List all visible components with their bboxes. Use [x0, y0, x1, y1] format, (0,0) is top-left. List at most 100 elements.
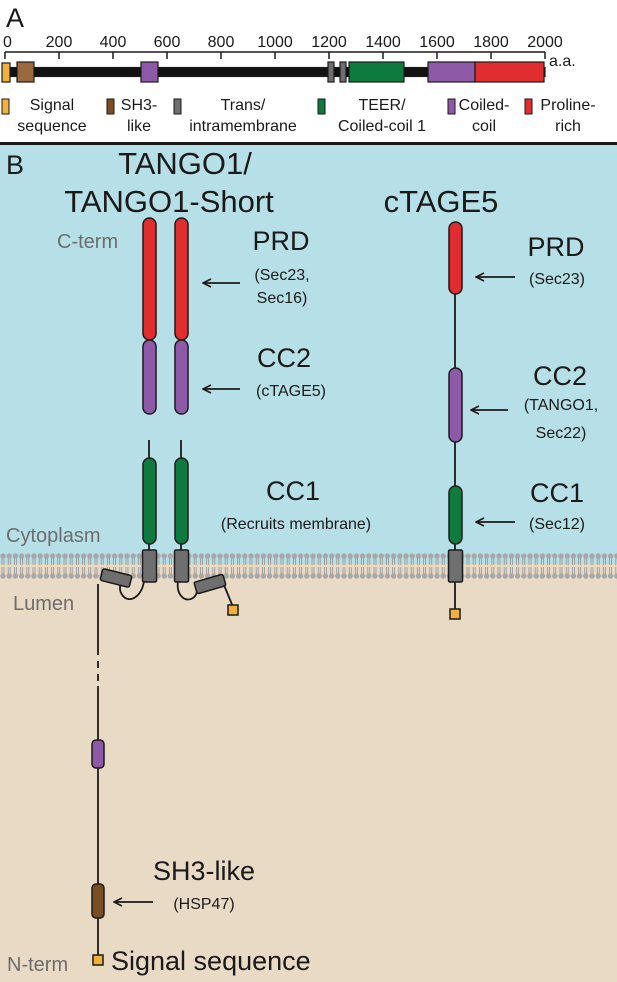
lipid-head [80, 573, 87, 579]
lipid-head [18, 573, 25, 579]
axis-tick-label: 600 [154, 34, 181, 51]
tango-prd-label: PRD [252, 226, 309, 256]
lipid-head [496, 573, 502, 579]
lipid-head [279, 553, 285, 559]
ctage-cc1-label: CC1 [530, 478, 584, 508]
lipid-head [18, 553, 25, 559]
lipid-head [539, 573, 546, 579]
lipid-head [595, 553, 601, 559]
lipid-head [6, 553, 12, 559]
legend-swatch-signal [1, 98, 10, 115]
lipid-head [514, 553, 521, 559]
axis-tick-label: 2000 [527, 34, 563, 51]
lipid-head [136, 553, 143, 559]
ctage5-cc2 [448, 367, 463, 443]
lipid-head [304, 553, 310, 559]
lipid-head [192, 553, 198, 559]
lipid-head [0, 553, 6, 559]
lipid-head [533, 573, 539, 579]
lipid-head [372, 553, 378, 559]
tango1-left-tm [141, 549, 158, 583]
lipid-head [248, 573, 254, 579]
lipid-head [415, 573, 422, 579]
tango1-left-intramembrane [99, 568, 133, 588]
lipid-head [167, 553, 174, 559]
ctage5-cc1 [448, 485, 463, 545]
lipid-head [229, 573, 236, 579]
axis-tick-label: 1600 [419, 34, 455, 51]
ctage-title: cTAGE5 [384, 184, 499, 219]
lipid-head [564, 573, 570, 579]
lipid-head [607, 553, 614, 559]
lipid-head [87, 553, 93, 559]
lipid-head [521, 553, 527, 559]
lipid-head [328, 573, 335, 579]
tango-cc1-partners: (Recruits membrane) [221, 516, 371, 533]
tango1-right-tm [173, 549, 190, 583]
lipid-head [614, 553, 617, 559]
lipid-head [347, 553, 353, 559]
lipid-head [242, 553, 248, 559]
lipid-head [279, 573, 285, 579]
tango-cc1-label: CC1 [266, 476, 320, 506]
lipid-head [198, 573, 205, 579]
lipid-head [74, 573, 81, 579]
lipid-head [266, 573, 273, 579]
lipid-head [533, 553, 539, 559]
domain-tm-1 [327, 61, 335, 83]
tango-prd-partners-1: (Sec23, [254, 267, 309, 284]
lipid-head [118, 553, 124, 559]
lipid-head [483, 573, 490, 579]
lipid-head [254, 553, 260, 559]
lipid-head [204, 553, 211, 559]
legend-label-teer-1: TEER/ [358, 97, 406, 114]
legend-swatch-proline [524, 98, 533, 115]
lipid-head [80, 553, 87, 559]
lipid-head [99, 553, 105, 559]
lipid-head [310, 573, 316, 579]
tango-cc2-partners: (cTAGE5) [256, 383, 326, 400]
lipid-head [409, 573, 415, 579]
legend-label-proline-2: rich [555, 118, 581, 135]
lipid-head [428, 553, 434, 559]
lipid-head [552, 573, 558, 579]
lipid-head [335, 553, 341, 559]
lipid-head [545, 573, 552, 579]
domain-tm-2 [339, 61, 347, 83]
lipid-head [570, 573, 577, 579]
axis-tick-label: 800 [208, 34, 235, 51]
ctage-prd-label: PRD [527, 232, 584, 262]
legend-label-tm-1: Trans/ [221, 97, 266, 114]
lipid-head [564, 553, 570, 559]
lipid-head [335, 573, 341, 579]
arrows [114, 277, 515, 902]
lipid-head [359, 553, 366, 559]
tango1-left-cc1 [142, 457, 157, 545]
lipid-head [614, 573, 617, 579]
lipid-head [6, 573, 12, 579]
lipid-head [111, 553, 118, 559]
lipid-head [397, 573, 403, 579]
tango1-right-signal-sequence [227, 604, 239, 616]
lipid-head [477, 573, 484, 579]
lipid-head [378, 573, 384, 579]
lipid-head [403, 573, 409, 579]
axis-unit: a.a. [549, 53, 576, 70]
lipid-head [384, 553, 391, 559]
lipid-head [576, 553, 583, 559]
axis-tick-label: 1200 [311, 34, 347, 51]
lipid-head [223, 553, 229, 559]
tango1-right-tail [223, 584, 234, 608]
domain-teer [348, 61, 405, 83]
axis-tick-label: 1800 [473, 34, 509, 51]
lipid-head [508, 573, 515, 579]
legend-label-sh3-1: SH3- [121, 97, 157, 114]
lipid-head [43, 553, 50, 559]
tango-title-line-2: TANGO1-Short [64, 184, 274, 219]
lipid-head [87, 573, 93, 579]
axis-tick-label: 400 [100, 34, 127, 51]
lipid-head [390, 573, 397, 579]
domain-bar [1, 61, 546, 83]
cytoplasm-region [0, 144, 617, 564]
lipid-head [558, 573, 564, 579]
